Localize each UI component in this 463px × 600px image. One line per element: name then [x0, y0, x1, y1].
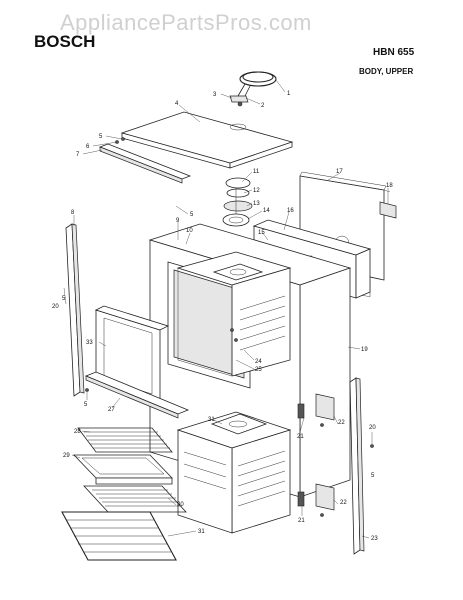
left-frame-rail — [65, 223, 85, 397]
callout-5: 5 — [99, 134, 103, 140]
callout-31: 31 — [198, 529, 205, 535]
callout-23: 23 — [371, 536, 378, 542]
callout-33: 33 — [86, 340, 93, 346]
wire-rack-upper — [77, 427, 173, 453]
callout-19: 19 — [361, 347, 368, 353]
callout-5-d: 5 — [84, 402, 88, 408]
callout-25: 25 — [255, 367, 262, 373]
callout-11: 11 — [253, 169, 260, 175]
top-cover-plate — [120, 111, 294, 169]
watermark-text: AppliancePartsPros.com — [60, 10, 312, 35]
callout-1: 1 — [287, 91, 291, 97]
callout-7: 7 — [76, 152, 80, 158]
callout-21: 21 — [297, 434, 304, 440]
callout-8: 8 — [71, 210, 75, 216]
convection-fan-parts — [222, 177, 253, 227]
callout-22-b: 22 — [340, 500, 347, 506]
right-frame-rail — [349, 377, 374, 555]
callout-22: 22 — [338, 420, 345, 426]
callout-10: 10 — [186, 228, 193, 234]
section-title: BODY, UPPER — [359, 67, 413, 76]
callout-5-e: 5 — [371, 473, 375, 479]
callout-21-b: 21 — [298, 518, 305, 524]
callout-15: 15 — [258, 230, 265, 236]
callout-labels: 1 2 3 4 5 6 7 5 8 9 10 11 12 13 14 15 16… — [52, 91, 393, 542]
callout-2: 2 — [261, 103, 265, 109]
hinge-brackets — [297, 393, 335, 517]
callout-31-b: 31 — [208, 417, 215, 423]
callout-14: 14 — [263, 208, 270, 214]
callout-27: 27 — [108, 407, 115, 413]
callout-5-b: 5 — [190, 212, 194, 218]
broil-pan — [73, 454, 173, 485]
callout-13: 13 — [253, 201, 260, 207]
callout-28: 28 — [74, 429, 81, 435]
callout-20: 20 — [52, 304, 59, 310]
callout-30: 30 — [177, 502, 184, 508]
brand-logo-text: BOSCH — [34, 32, 95, 51]
callout-18: 18 — [386, 183, 393, 189]
callout-20-b: 20 — [369, 425, 376, 431]
leader-lines — [63, 79, 389, 539]
callout-24: 24 — [255, 359, 262, 365]
front-trim-bar — [84, 371, 190, 419]
callout-12: 12 — [253, 188, 260, 194]
callout-9: 9 — [176, 218, 180, 224]
model-number: HBN 655 — [373, 47, 415, 58]
callout-29: 29 — [63, 453, 70, 459]
callout-6: 6 — [86, 144, 90, 150]
callout-16: 16 — [287, 208, 294, 214]
lower-oven-cavity — [176, 411, 292, 534]
front-trim-strip — [98, 137, 192, 184]
callout-4: 4 — [175, 101, 179, 107]
callout-17: 17 — [336, 169, 343, 175]
wire-rack-lower — [61, 511, 177, 561]
heating-coil-part — [229, 71, 277, 107]
callout-5-c: 5 — [62, 296, 66, 302]
broil-pan-grid — [83, 485, 187, 513]
callout-3: 3 — [213, 92, 217, 98]
